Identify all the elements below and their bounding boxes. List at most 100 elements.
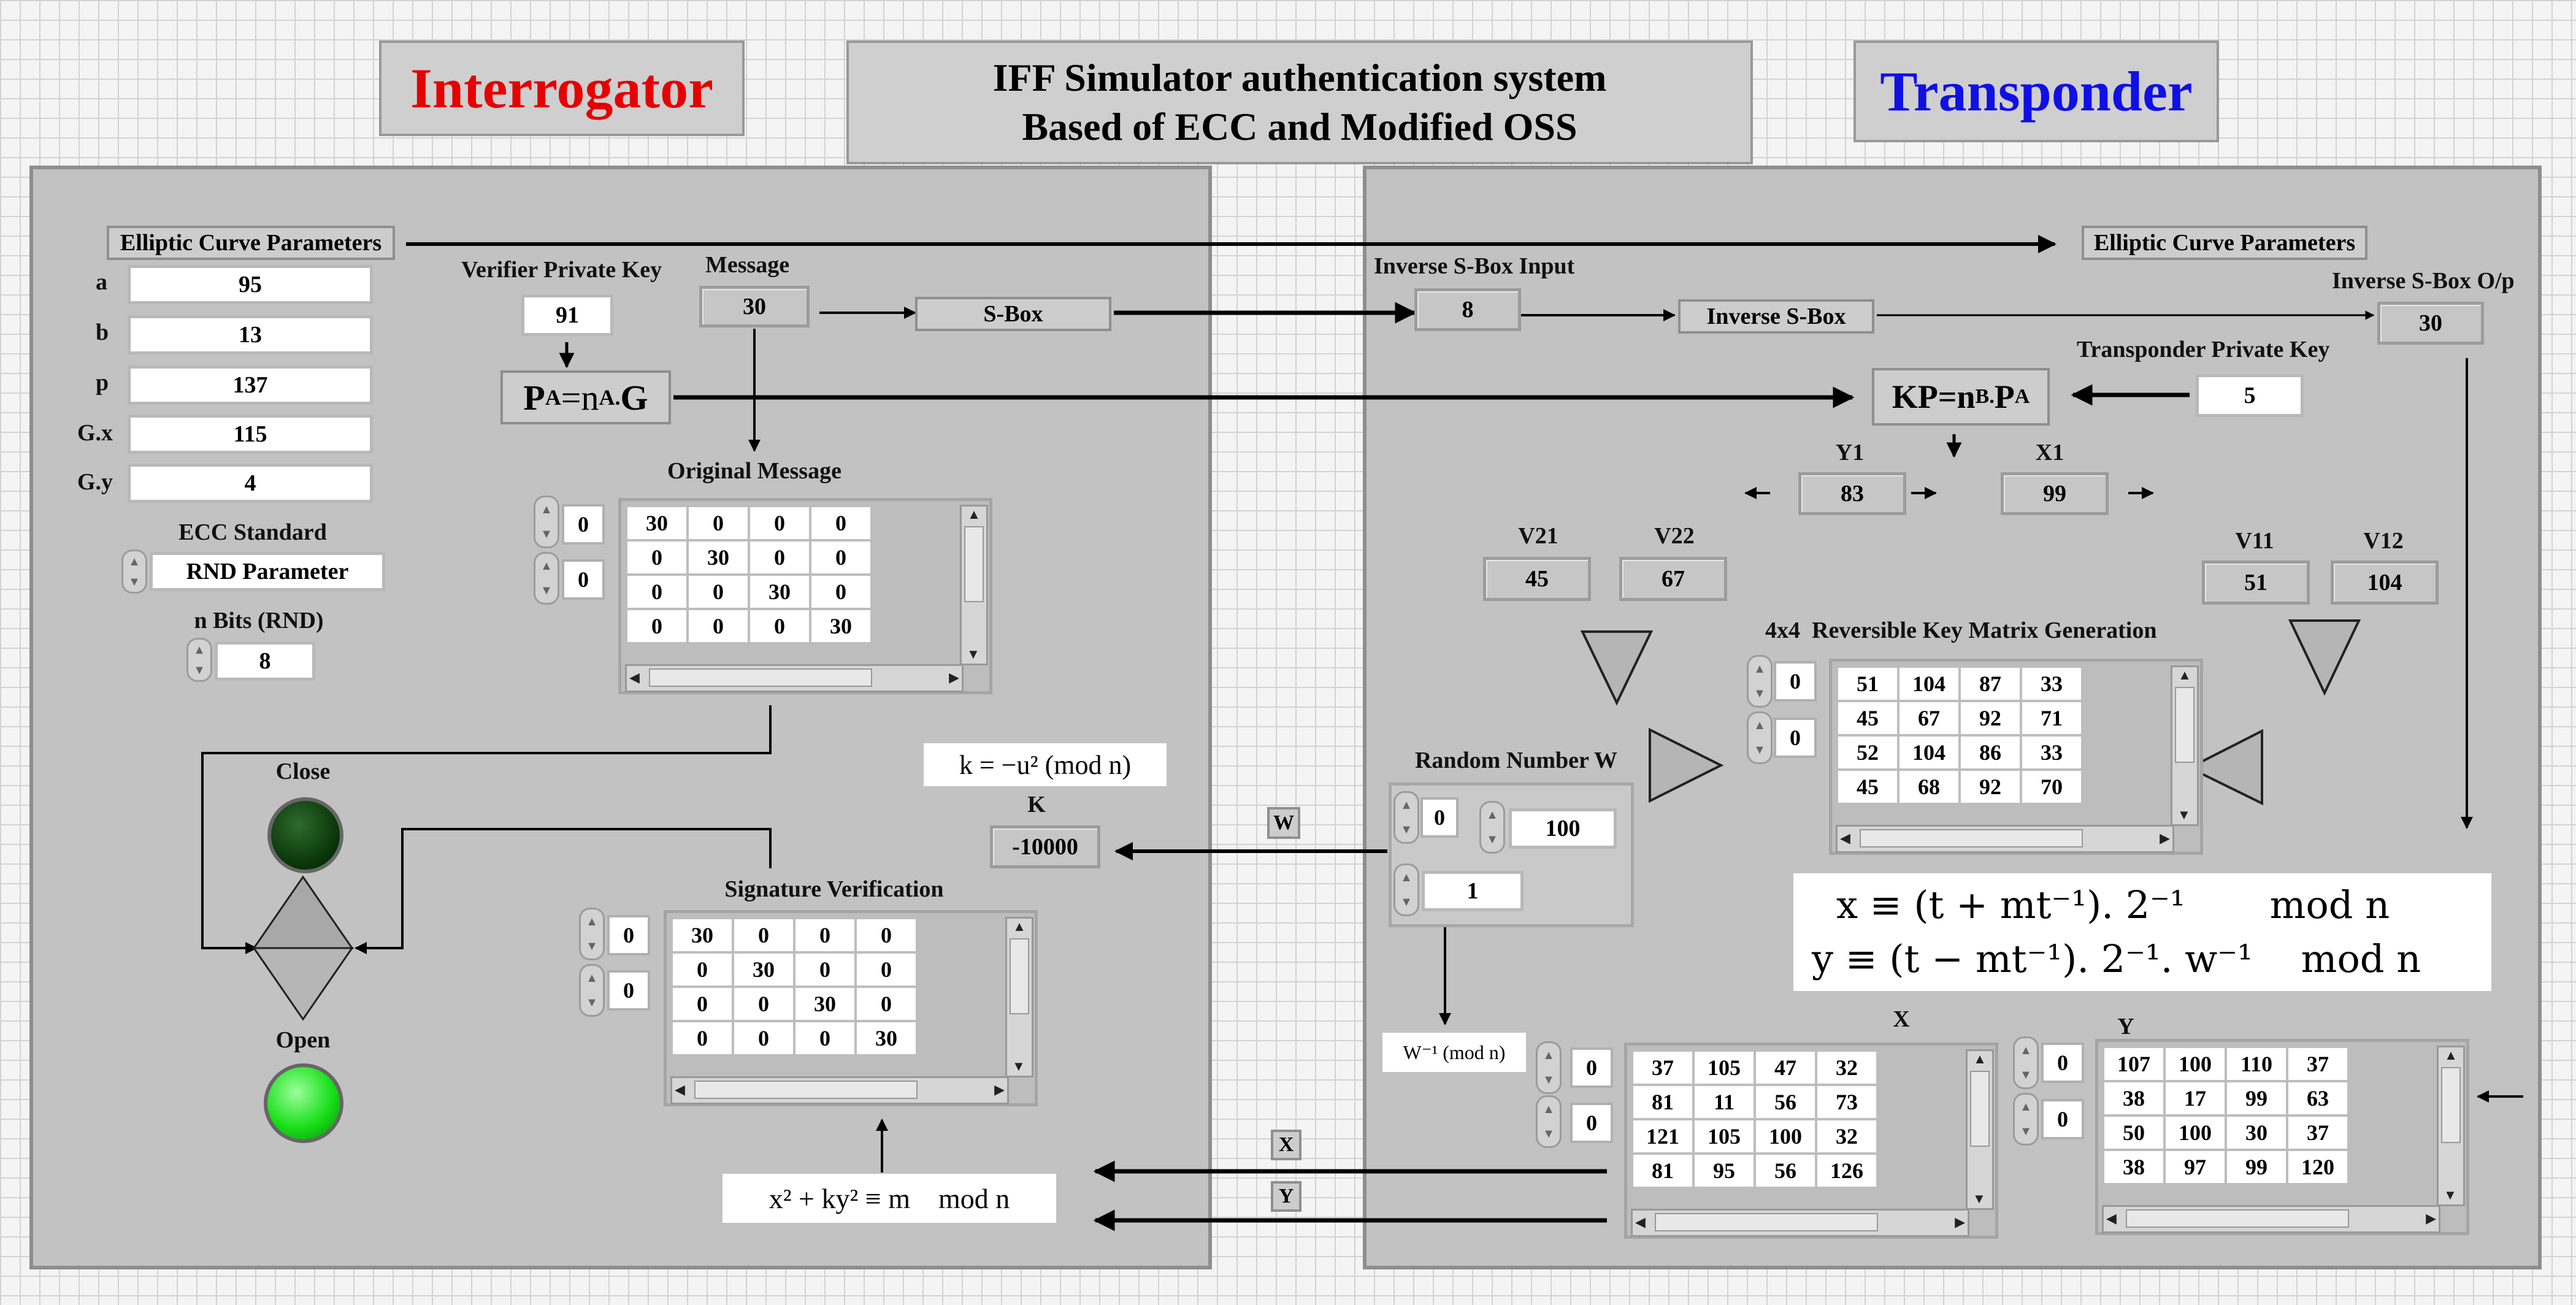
x-hscroll[interactable]: ◀ ▶ bbox=[1631, 1209, 1969, 1237]
sig-row-index[interactable]: 0 bbox=[607, 915, 650, 955]
y-col-spinner[interactable]: ▲▼ bbox=[2013, 1093, 2039, 1146]
inv-sbox-out-field[interactable]: 30 bbox=[2377, 302, 2484, 345]
matrix-cell[interactable]: 0 bbox=[795, 954, 854, 985]
param-a-field[interactable]: 95 bbox=[128, 265, 373, 304]
y-hscroll[interactable]: ◀ ▶ bbox=[2102, 1205, 2440, 1233]
nbits-field[interactable]: 8 bbox=[215, 641, 315, 681]
matrix-cell[interactable]: 30 bbox=[750, 576, 809, 608]
matrix-cell[interactable]: 32 bbox=[1817, 1052, 1876, 1084]
orig-hscroll[interactable]: ◀ ▶ bbox=[625, 664, 964, 692]
scroll-up-icon[interactable]: ▲ bbox=[967, 507, 981, 522]
orig-row-spinner[interactable]: ▲▼ bbox=[534, 496, 559, 548]
matrix-cell[interactable]: 100 bbox=[2166, 1048, 2225, 1080]
matrix-cell[interactable]: 0 bbox=[627, 610, 686, 642]
matrix-cell[interactable]: 0 bbox=[689, 507, 748, 539]
matrix-cell[interactable]: 126 bbox=[1817, 1155, 1876, 1187]
key-row-index[interactable]: 0 bbox=[1774, 661, 1817, 702]
y-col-index[interactable]: 0 bbox=[2041, 1099, 2084, 1139]
matrix-cell[interactable]: 0 bbox=[689, 610, 748, 642]
matrix-cell[interactable]: 0 bbox=[673, 1022, 732, 1054]
scroll-up-icon[interactable]: ▲ bbox=[2178, 667, 2191, 683]
random-w-second[interactable]: 1 bbox=[1422, 871, 1524, 911]
matrix-cell[interactable]: 0 bbox=[673, 988, 732, 1020]
matrix-cell[interactable]: 33 bbox=[2022, 737, 2081, 768]
matrix-cell[interactable]: 37 bbox=[2288, 1048, 2347, 1080]
verifier-key-field[interactable]: 91 bbox=[521, 294, 613, 336]
key-col-index[interactable]: 0 bbox=[1774, 718, 1817, 758]
matrix-cell[interactable]: 0 bbox=[811, 542, 870, 573]
orig-col-spinner[interactable]: ▲▼ bbox=[534, 552, 559, 605]
matrix-cell[interactable]: 33 bbox=[2022, 668, 2081, 700]
scroll-down-icon[interactable]: ▼ bbox=[967, 646, 980, 662]
tp-key-field[interactable]: 5 bbox=[2196, 374, 2304, 417]
matrix-cell[interactable]: 45 bbox=[1838, 771, 1897, 803]
matrix-cell[interactable]: 92 bbox=[1961, 702, 2020, 734]
scroll-thumb[interactable] bbox=[2175, 687, 2195, 763]
matrix-cell[interactable]: 32 bbox=[1817, 1120, 1876, 1152]
ecc-standard-field[interactable]: RND Parameter bbox=[150, 552, 385, 591]
scroll-up-icon[interactable]: ▲ bbox=[1973, 1051, 1987, 1066]
y-row-spinner[interactable]: ▲▼ bbox=[2013, 1036, 2039, 1089]
y-vscroll[interactable]: ▲ ▼ bbox=[2437, 1046, 2465, 1206]
matrix-cell[interactable]: 38 bbox=[2104, 1151, 2163, 1183]
matrix-cell[interactable]: 86 bbox=[1961, 737, 2020, 768]
random-w-second-spinner[interactable]: ▲▼ bbox=[1393, 863, 1419, 916]
scroll-thumb[interactable] bbox=[1655, 1213, 1878, 1231]
matrix-cell[interactable]: 104 bbox=[1899, 668, 1958, 700]
scroll-thumb[interactable] bbox=[2441, 1067, 2461, 1143]
matrix-cell[interactable]: 30 bbox=[2227, 1117, 2286, 1149]
matrix-cell[interactable]: 51 bbox=[1838, 668, 1897, 700]
x-col-spinner[interactable]: ▲▼ bbox=[1536, 1095, 1562, 1148]
matrix-cell[interactable]: 30 bbox=[811, 610, 870, 642]
matrix-cell[interactable]: 0 bbox=[750, 542, 809, 573]
scroll-thumb[interactable] bbox=[649, 668, 872, 687]
sig-hscroll[interactable]: ◀ ▶ bbox=[670, 1076, 1009, 1104]
random-w-index-spinner[interactable]: ▲▼ bbox=[1393, 791, 1419, 844]
key-row-spinner[interactable]: ▲▼ bbox=[1747, 655, 1773, 708]
matrix-cell[interactable]: 0 bbox=[857, 988, 916, 1020]
matrix-cell[interactable]: 100 bbox=[2166, 1117, 2225, 1149]
v22-field[interactable]: 67 bbox=[1619, 557, 1727, 601]
scroll-thumb[interactable] bbox=[694, 1081, 918, 1099]
matrix-cell[interactable]: 104 bbox=[1899, 737, 1958, 768]
sig-col-index[interactable]: 0 bbox=[607, 970, 650, 1011]
random-w-value[interactable]: 100 bbox=[1509, 808, 1617, 849]
scroll-right-icon[interactable]: ▶ bbox=[994, 1082, 1005, 1097]
matrix-cell[interactable]: 0 bbox=[857, 954, 916, 985]
matrix-cell[interactable]: 0 bbox=[627, 576, 686, 608]
matrix-cell[interactable]: 30 bbox=[689, 542, 748, 573]
scroll-right-icon[interactable]: ▶ bbox=[2160, 830, 2170, 846]
matrix-cell[interactable]: 81 bbox=[1633, 1155, 1692, 1187]
x-row-index[interactable]: 0 bbox=[1570, 1047, 1613, 1088]
scroll-left-icon[interactable]: ◀ bbox=[1635, 1214, 1646, 1230]
matrix-cell[interactable]: 0 bbox=[857, 919, 916, 951]
matrix-cell[interactable]: 0 bbox=[689, 576, 748, 608]
matrix-cell[interactable]: 0 bbox=[811, 507, 870, 539]
key-col-spinner[interactable]: ▲▼ bbox=[1747, 711, 1773, 764]
inv-sbox-block[interactable]: Inverse S-Box bbox=[1678, 299, 1874, 334]
scroll-right-icon[interactable]: ▶ bbox=[1955, 1214, 1965, 1230]
sig-vscroll[interactable]: ▲ ▼ bbox=[1005, 917, 1033, 1077]
matrix-cell[interactable]: 105 bbox=[1695, 1052, 1754, 1084]
k-field[interactable]: -10000 bbox=[990, 825, 1100, 868]
matrix-cell[interactable]: 0 bbox=[673, 954, 732, 985]
y1-field[interactable]: 83 bbox=[1798, 472, 1906, 515]
scroll-down-icon[interactable]: ▼ bbox=[1972, 1191, 1986, 1206]
matrix-cell[interactable]: 30 bbox=[673, 919, 732, 951]
matrix-cell[interactable]: 105 bbox=[1695, 1120, 1754, 1152]
param-b-field[interactable]: 13 bbox=[128, 315, 373, 354]
scroll-left-icon[interactable]: ◀ bbox=[1840, 830, 1850, 846]
matrix-cell[interactable]: 95 bbox=[1695, 1155, 1754, 1187]
scroll-up-icon[interactable]: ▲ bbox=[2444, 1047, 2458, 1063]
matrix-cell[interactable]: 120 bbox=[2288, 1151, 2347, 1183]
v21-field[interactable]: 45 bbox=[1483, 557, 1591, 601]
matrix-cell[interactable]: 0 bbox=[750, 610, 809, 642]
x-row-spinner[interactable]: ▲▼ bbox=[1536, 1041, 1562, 1094]
matrix-cell[interactable]: 56 bbox=[1756, 1086, 1815, 1118]
matrix-cell[interactable]: 68 bbox=[1899, 771, 1958, 803]
scroll-left-icon[interactable]: ◀ bbox=[629, 670, 640, 685]
matrix-cell[interactable]: 0 bbox=[795, 1022, 854, 1054]
open-led[interactable] bbox=[264, 1063, 343, 1143]
orig-vscroll[interactable]: ▲ ▼ bbox=[960, 505, 988, 665]
matrix-cell[interactable]: 121 bbox=[1633, 1120, 1692, 1152]
